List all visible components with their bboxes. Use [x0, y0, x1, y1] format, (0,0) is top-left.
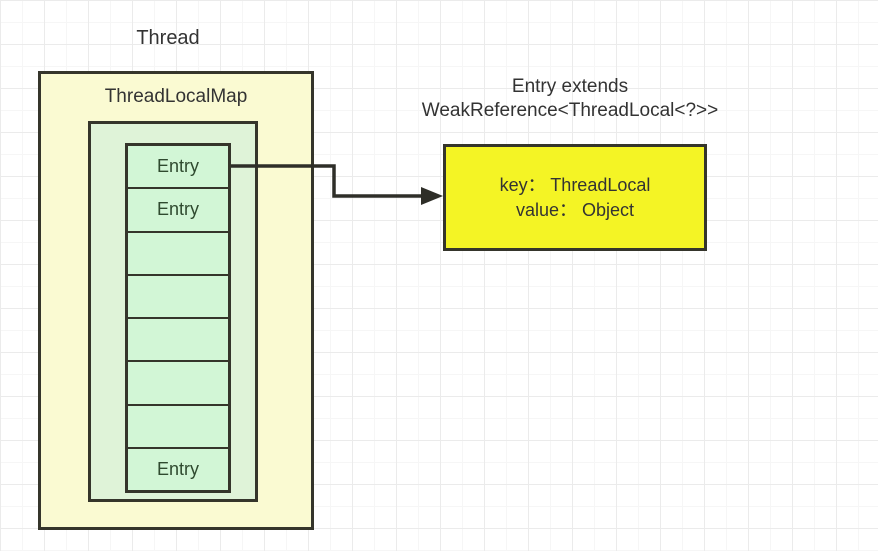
entry-cell — [126, 230, 230, 276]
entry-cell: Entry — [126, 446, 230, 492]
entry-value-line: value： Object — [515, 199, 635, 220]
caption-line-2: WeakReference<ThreadLocal<?>> — [421, 100, 719, 121]
entry-cell — [126, 360, 230, 406]
entry-cell — [126, 317, 230, 363]
thread-label: Thread — [136, 27, 200, 49]
entry-detail-box: key： ThreadLocal value： Object — [443, 144, 707, 251]
caption-line-1: Entry extends — [511, 76, 629, 97]
entry-extends-caption: Entry extends WeakReference<ThreadLocal<… — [400, 75, 740, 123]
entry-key-line: key： ThreadLocal — [499, 174, 651, 195]
entry-array-cells: Entry Entry Entry — [125, 143, 231, 493]
entry-cell — [126, 273, 230, 319]
entry-cell — [126, 403, 230, 449]
entry-cell: Entry — [126, 187, 230, 233]
entry-cell: Entry — [126, 144, 230, 190]
threadlocalmap-title: ThreadLocalMap — [104, 86, 248, 107]
